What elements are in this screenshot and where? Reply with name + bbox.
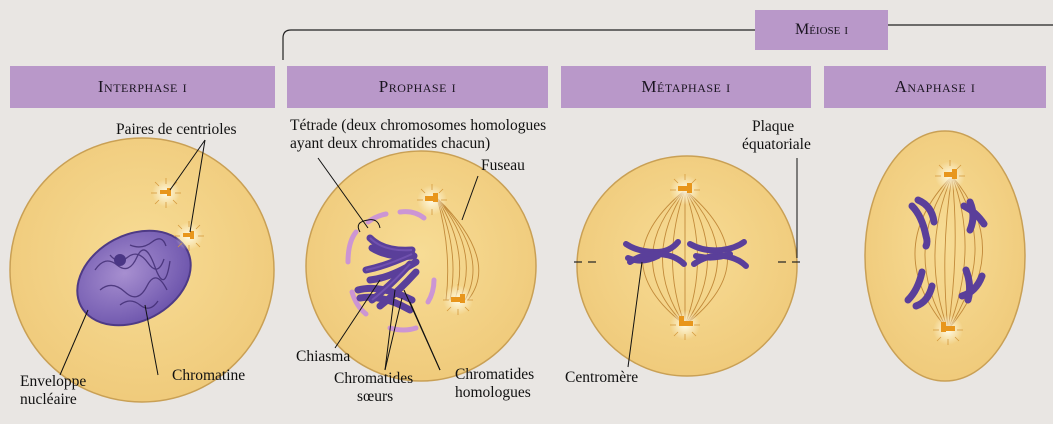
label-paires-centrioles: Paires de centrioles bbox=[116, 121, 237, 138]
metaphase-chromosomes bbox=[623, 239, 749, 269]
spindle-fibres bbox=[914, 175, 983, 331]
nucleolus bbox=[114, 254, 126, 266]
metaphase-leaders bbox=[627, 158, 798, 368]
phase-band-interphase: Interphase i bbox=[10, 66, 275, 108]
label-chromatides-soeurs-line2: sœurs bbox=[357, 388, 394, 405]
meiose-i-label: Méiose i bbox=[755, 10, 888, 50]
phase-band-metaphase: Métaphase i bbox=[561, 66, 811, 108]
label-enveloppe-line1: Enveloppe bbox=[20, 373, 87, 390]
nuclear-envelope-fragments bbox=[345, 209, 437, 333]
anaphase-centriole-bottom bbox=[933, 315, 963, 345]
label-chromatides-soeurs-line1: Chromatides bbox=[334, 370, 414, 387]
label-enveloppe-line2: nucléaire bbox=[20, 391, 77, 408]
anaphase-centriole-top bbox=[935, 160, 965, 191]
centriole-pair-2 bbox=[174, 221, 204, 251]
label-plaque-line2: équatoriale bbox=[742, 136, 811, 153]
cell-anaphase bbox=[864, 130, 1026, 382]
cell-prophase bbox=[305, 150, 537, 382]
label-chromatides-homologues-line1: Chromatides bbox=[455, 366, 535, 383]
label-tetrade-line1: Tétrade (deux chromosomes homologues bbox=[290, 117, 547, 134]
interphase-leaders bbox=[59, 139, 206, 376]
label-chromatides-homologues-line2: homologues bbox=[455, 384, 531, 401]
meiose-bracket bbox=[282, 29, 755, 60]
label-centromere: Centromère bbox=[565, 369, 639, 386]
cell-metaphase bbox=[574, 155, 800, 377]
metaphase-centriole-bottom bbox=[670, 310, 700, 340]
prophase-centriole-bottom bbox=[443, 284, 473, 315]
cell-interphase bbox=[9, 137, 275, 403]
phase-band-anaphase: Anaphase i bbox=[824, 66, 1046, 108]
cell-membrane bbox=[305, 150, 537, 382]
label-chromatine: Chromatine bbox=[172, 367, 246, 384]
prophase-leaders bbox=[317, 157, 479, 371]
centriole-pair-1 bbox=[151, 178, 181, 208]
phase-band-prophase: Prophase i bbox=[287, 66, 548, 108]
label-plaque-line1: Plaque bbox=[752, 118, 795, 135]
metaphase-centriole-top bbox=[670, 174, 700, 205]
cell-membrane bbox=[576, 155, 798, 377]
label-fuseau: Fuseau bbox=[481, 157, 525, 174]
label-tetrade-line2: ayant deux chromatides chacun) bbox=[290, 135, 491, 152]
label-chiasma: Chiasma bbox=[296, 348, 351, 365]
prophase-centriole-top bbox=[417, 184, 447, 215]
anaphase-chromosomes bbox=[904, 196, 988, 310]
